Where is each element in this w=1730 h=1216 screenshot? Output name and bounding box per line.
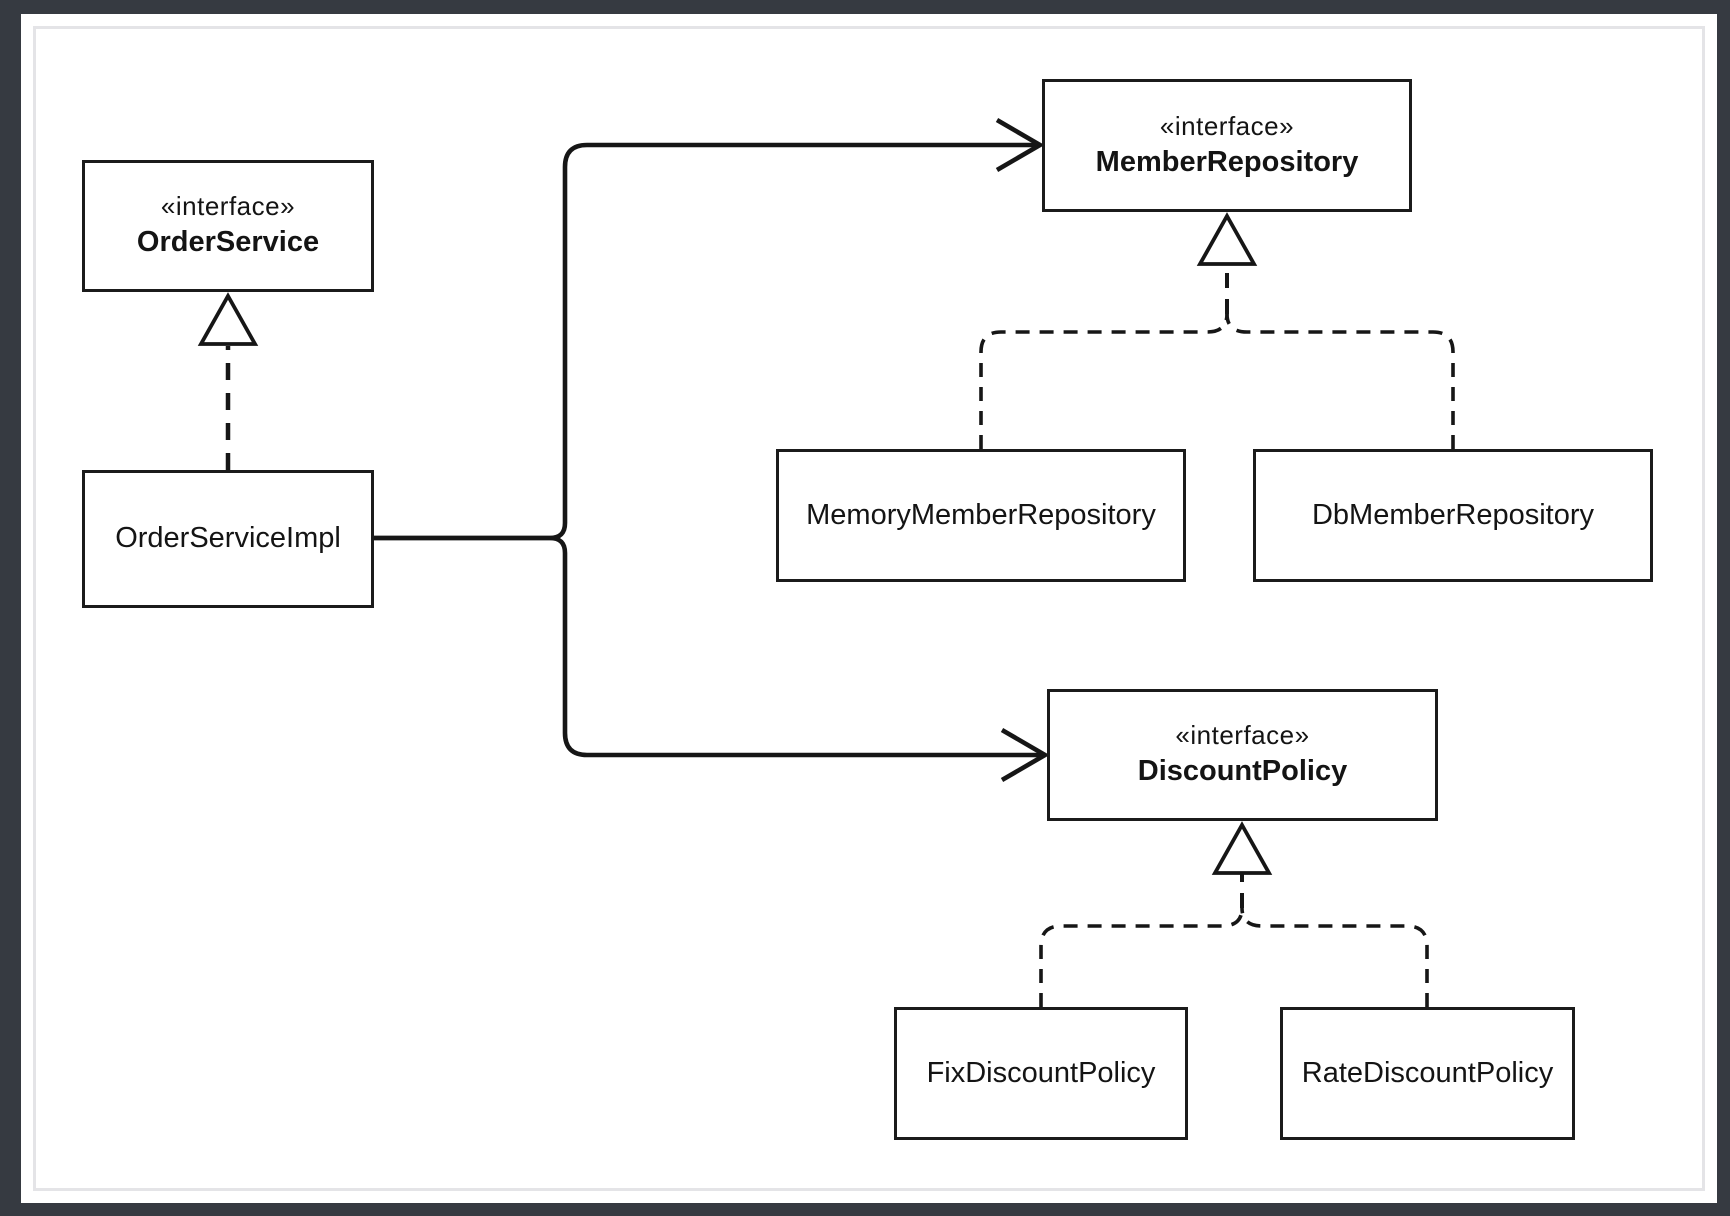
class-box-fix-discount-policy: FixDiscountPolicy <box>894 1007 1188 1140</box>
stereotype-label: «interface» <box>1175 720 1310 751</box>
class-box-rate-discount-policy: RateDiscountPolicy <box>1280 1007 1575 1140</box>
stereotype-label: «interface» <box>160 191 296 222</box>
class-box-discount-policy: «interface» DiscountPolicy <box>1047 689 1438 821</box>
class-box-order-service: «interface» OrderService <box>82 160 374 292</box>
class-name: OrderServiceImpl <box>115 522 341 555</box>
class-name: DiscountPolicy <box>1137 755 1348 788</box>
class-box-member-repository: «interface» MemberRepository <box>1042 79 1412 212</box>
class-name: FixDiscountPolicy <box>926 1056 1156 1089</box>
class-box-db-member-repository: DbMemberRepository <box>1253 449 1653 582</box>
class-name: OrderService <box>136 226 320 259</box>
class-box-order-service-impl: OrderServiceImpl <box>82 470 374 608</box>
class-name: MemberRepository <box>1095 145 1359 178</box>
class-box-memory-member-repository: MemoryMemberRepository <box>776 449 1186 582</box>
class-name: MemoryMemberRepository <box>806 498 1156 531</box>
class-name: DbMemberRepository <box>1311 498 1595 531</box>
stereotype-label: «interface» <box>1159 110 1295 141</box>
class-name: RateDiscountPolicy <box>1301 1056 1554 1089</box>
